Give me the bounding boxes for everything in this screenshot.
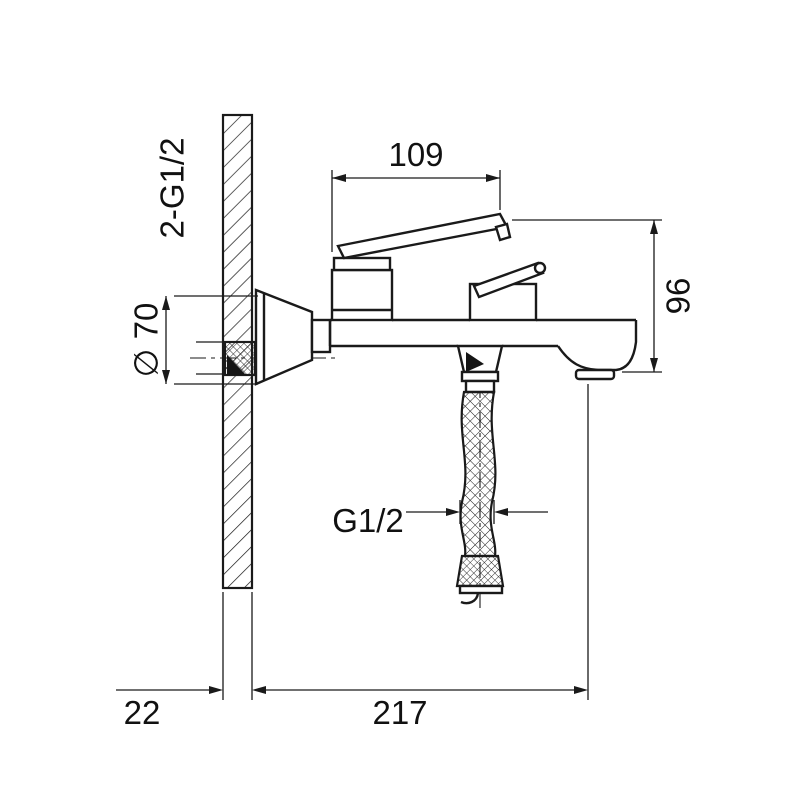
dim-217-label: 217 <box>372 694 427 731</box>
dim-96-arrow-top <box>650 220 658 234</box>
dim-109: 109 <box>331 136 501 252</box>
dim-109-arrow-right <box>486 174 500 182</box>
dim-g12-arrow-left <box>446 508 460 516</box>
flange-cone <box>254 288 314 386</box>
dim-109-label: 109 <box>388 136 443 173</box>
label-2g12: 2-G1/2 <box>154 138 191 239</box>
check-valve-mark <box>466 352 484 372</box>
shower-hose <box>455 390 505 605</box>
dim-217-arrow-right <box>574 686 588 694</box>
dim-dia70: ∅ 70 <box>128 295 258 385</box>
dim-g12: G1/2 <box>332 500 548 539</box>
dim-96: 96 <box>512 219 697 373</box>
spout-outline <box>557 320 638 372</box>
hose-tail-curve <box>460 592 480 605</box>
dim-g12-label: G1/2 <box>332 502 404 539</box>
faucet-body <box>328 318 638 381</box>
mixer-cap <box>332 256 392 272</box>
mixer-lever-tip <box>494 222 512 242</box>
connector-ring-1 <box>460 370 500 383</box>
connector-nut <box>456 344 504 374</box>
flange-neck <box>310 318 332 354</box>
dim-96-label: 96 <box>660 278 697 315</box>
dim-70-label: ∅ 70 <box>128 303 165 378</box>
escutcheon-flange <box>254 288 332 386</box>
hose-body <box>459 390 497 558</box>
spout-lip-line <box>615 348 636 371</box>
dim-96-arrow-bottom <box>650 358 658 372</box>
connector-ring-2 <box>464 379 496 394</box>
dim-22-label: 22 <box>124 694 161 731</box>
thread-section-mark <box>227 355 246 375</box>
dim-22-arrow <box>209 686 223 694</box>
mixer-lever <box>336 212 509 260</box>
mixer-handle <box>330 212 512 322</box>
hose-connector <box>456 344 504 394</box>
dim-g12-arrow-right <box>494 508 508 516</box>
mixer-housing <box>330 268 394 322</box>
thread-spec-label: 2-G1/2 <box>154 138 191 239</box>
dim-70-arrow-bottom <box>162 370 170 384</box>
diverter-lever-tip <box>533 261 547 275</box>
hose-fitting <box>455 554 505 588</box>
diverter-handle <box>468 261 547 322</box>
dim-bottom: 22 217 <box>116 384 589 731</box>
faucet <box>196 212 638 605</box>
aerator <box>574 368 616 381</box>
dim-217-arrow-left <box>252 686 266 694</box>
dim-109-arrow-left <box>332 174 346 182</box>
dim-70-arrow-top <box>162 296 170 310</box>
diverter-housing <box>468 282 538 322</box>
hose-fitting-cap <box>458 584 504 595</box>
